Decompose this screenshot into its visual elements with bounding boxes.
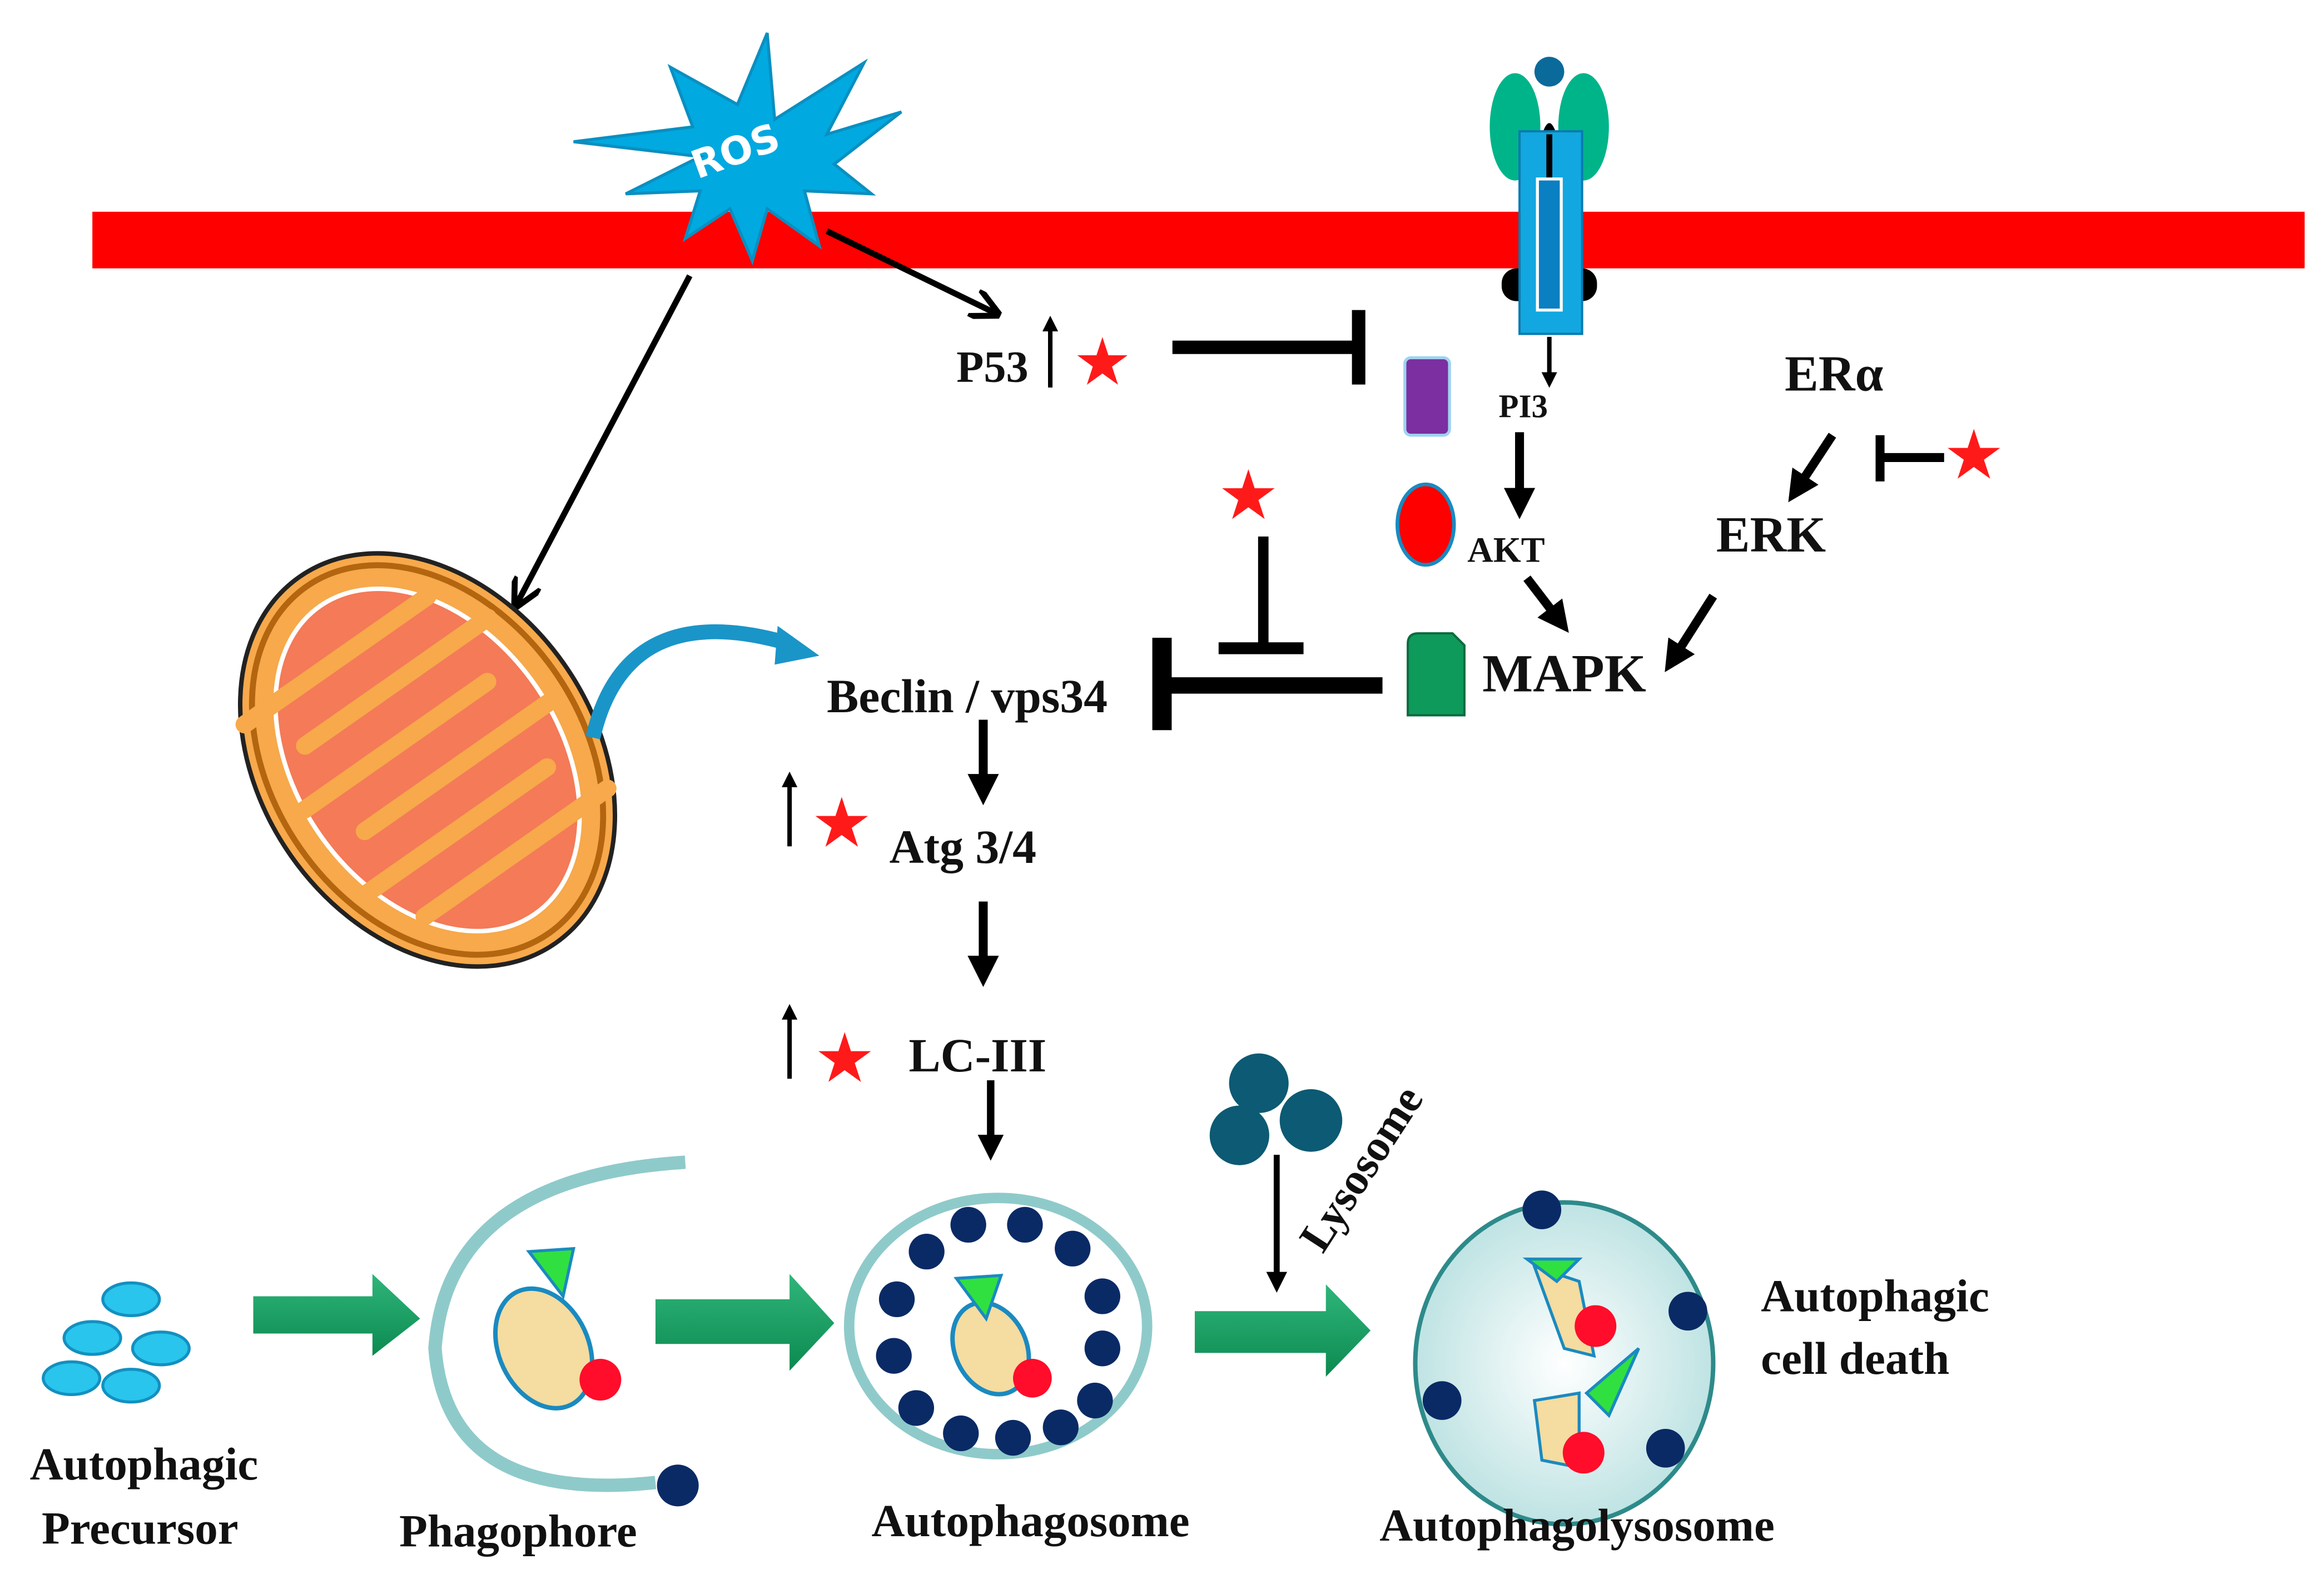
star-icon: ★ [1218,456,1279,535]
pi3-label: PI3 [1499,388,1548,425]
mapk-protein-shape [1407,632,1466,717]
mapk-label: MAPK [1482,644,1646,703]
autophagolysosome-label: Autophagolysosome [1379,1499,1775,1551]
flow-arrow [1194,1284,1371,1377]
membrane-receptor-icon [1489,57,1609,335]
akt-protein-shape [1396,482,1456,567]
precursor-label-line1: Autophagic [30,1438,259,1489]
ros-to-p53-arrow [825,228,995,313]
lc3-label: LC-III [908,1029,1046,1082]
autophagosome-label: Autophagosome [871,1495,1189,1546]
mapk-inhibits-beclin [1152,638,1383,731]
erk-to-mapk-arrow [1665,593,1717,673]
akt-to-mapk-arrow [1523,575,1569,633]
p53-label: P53 [956,342,1028,391]
atg-label: Atg 3/4 [890,821,1036,873]
star-icon: ★ [814,1019,876,1099]
beclin-label: Beclin / vps34 [827,670,1108,723]
mitochondrion-icon [235,551,618,969]
ros-burst: ROS [573,32,902,266]
autophagosome-icon [843,1193,1153,1459]
cell-membrane [92,211,2305,269]
erk-label: ERK [1716,507,1826,563]
era-inhibition [1875,435,1944,481]
cell-death-label-line1: Autophagic [1761,1270,1989,1321]
flow-arrow [253,1274,420,1356]
curved-arrow-head [774,625,820,665]
era-to-erk-arrow [1788,433,1836,503]
lysosome-icon [1209,1053,1343,1165]
star-inhibition [1218,536,1304,654]
autophagic-precursor-icon [42,1281,191,1404]
akt-label: AKT [1467,530,1545,570]
cell-death-label-line2: cell death [1761,1333,1949,1384]
mitochondrion-to-beclin-arrow [585,624,792,739]
star-icon: ★ [1943,415,2005,495]
phagophore-icon [428,1155,699,1507]
era-label: ERα [1785,345,1883,401]
p53-inhibition [1172,310,1365,385]
star-icon: ★ [811,783,873,863]
flow-arrow [655,1274,835,1371]
precursor-label-line2: Precursor [42,1502,239,1553]
phagophore-label: Phagophore [399,1506,637,1557]
autophagolysosome-icon [1413,1190,1716,1527]
purple-protein-shape [1403,356,1451,437]
star-icon: ★ [1073,324,1132,400]
ros-to-mitochondrion-arrow [517,274,693,603]
